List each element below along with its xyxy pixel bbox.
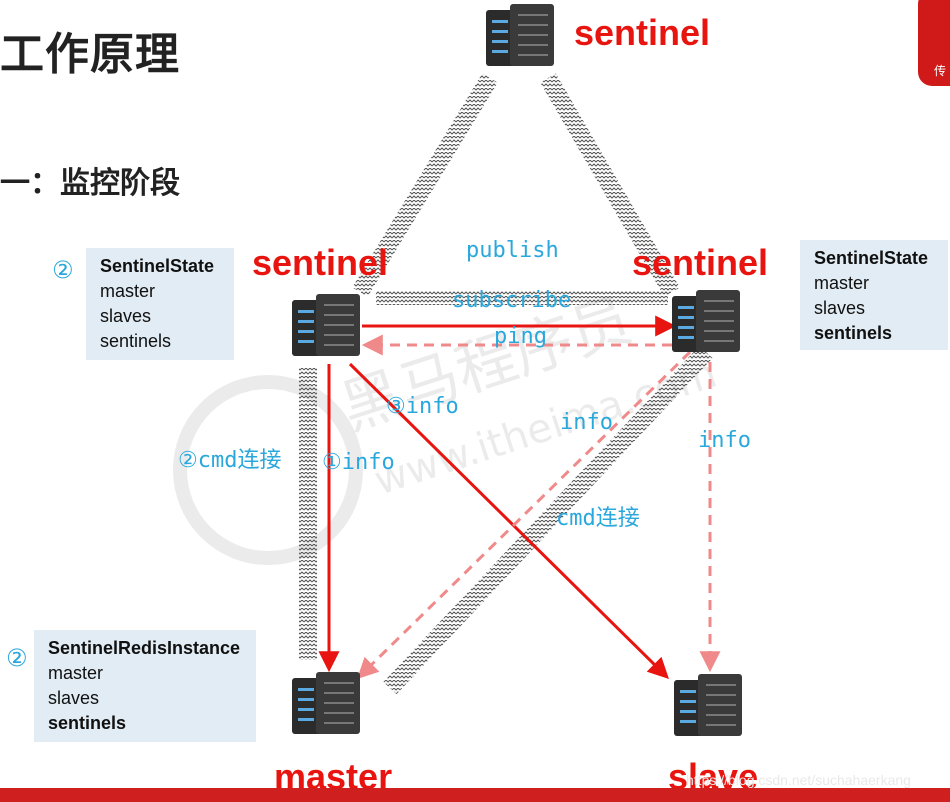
arrow-info-right-master bbox=[357, 350, 692, 679]
label-publish: publish bbox=[466, 238, 559, 263]
box-line: sentinels bbox=[48, 713, 127, 733]
box-line: master bbox=[48, 663, 104, 683]
footer-bar bbox=[0, 788, 950, 802]
section-subtitle: 一：监控阶段 bbox=[0, 166, 180, 201]
server-icon-left bbox=[292, 294, 360, 356]
box-sentinelstate-left: SentinelState master slaves sentinels bbox=[86, 248, 234, 360]
node-label-top: sentinel bbox=[574, 12, 711, 53]
box-left-top-number: ② bbox=[52, 256, 74, 284]
box-line: sentinels bbox=[814, 323, 893, 343]
box-sentinelstate-right: SentinelState master slaves sentinels bbox=[800, 240, 948, 350]
channel-top-left bbox=[352, 73, 498, 297]
box-line: sentinels bbox=[100, 331, 172, 351]
brand-logo-char: 传 bbox=[933, 64, 946, 78]
box-line: SentinelState bbox=[100, 256, 215, 276]
label-info3: ③info bbox=[386, 394, 459, 419]
box-sentinelredisinstance: SentinelRedisInstance master slaves sent… bbox=[34, 630, 256, 742]
watermark-url: https://blog.csdn.net/suchahaerkang bbox=[686, 772, 911, 788]
node-label-right: sentinel bbox=[632, 242, 769, 283]
box-line: slaves bbox=[48, 688, 100, 708]
box-line: master bbox=[100, 281, 156, 301]
box-line: SentinelRedisInstance bbox=[48, 638, 241, 658]
node-label-left: sentinel bbox=[252, 242, 389, 283]
box-line: slaves bbox=[100, 306, 152, 326]
label-subscribe: subscribe bbox=[452, 288, 572, 313]
label-info-right: info bbox=[560, 410, 613, 435]
channel-right-master bbox=[383, 345, 713, 695]
label-info-far: info bbox=[698, 428, 751, 453]
server-icon-master bbox=[292, 672, 360, 734]
channel-top-right bbox=[540, 73, 680, 297]
brand-logo bbox=[918, 0, 950, 86]
server-icon-slave bbox=[674, 674, 742, 736]
box-line: master bbox=[814, 273, 870, 293]
label-cmd: cmd连接 bbox=[556, 506, 640, 531]
label-info1: ①info bbox=[322, 450, 395, 475]
page-title: 工作原理 bbox=[0, 29, 180, 80]
label-ping: ping bbox=[494, 324, 547, 349]
box-line: SentinelState bbox=[814, 248, 929, 268]
box-line: slaves bbox=[814, 298, 866, 318]
arrow-info3 bbox=[348, 362, 669, 679]
server-icon-top bbox=[486, 4, 554, 66]
label-cmd2: ②cmd连接 bbox=[178, 448, 282, 473]
server-icon-right bbox=[672, 290, 740, 352]
box-bottom-number: ② bbox=[6, 644, 28, 672]
